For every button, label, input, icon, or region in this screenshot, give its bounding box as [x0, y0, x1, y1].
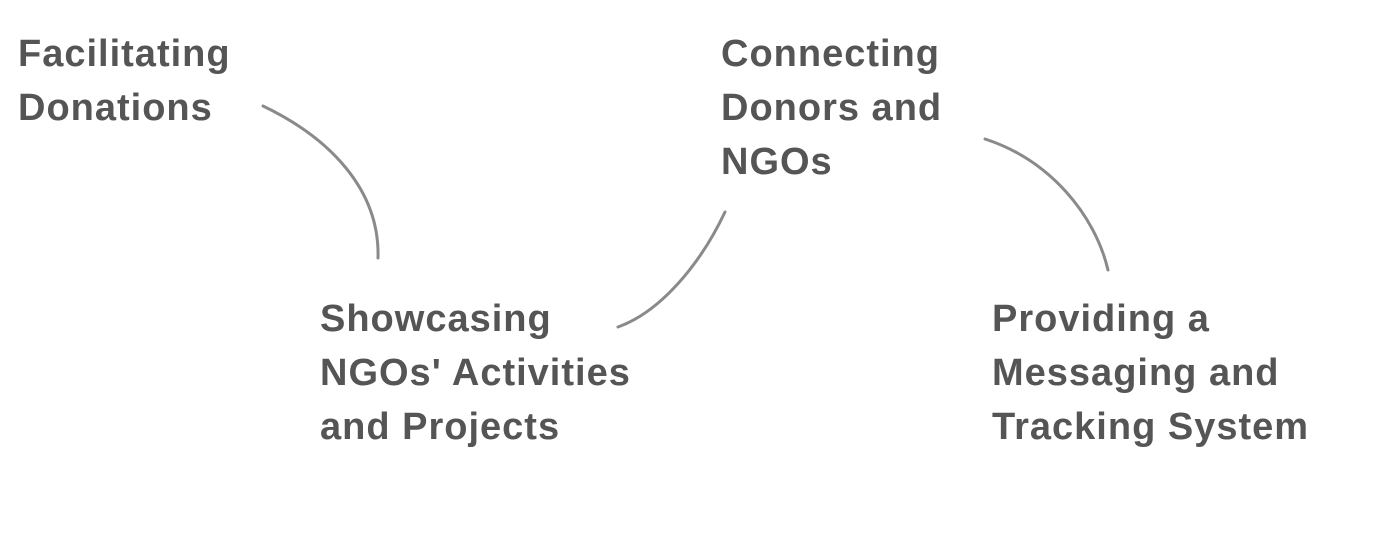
node-connecting-donors-ngos: Connecting Donors and NGOs [721, 27, 942, 189]
connector-connecting-to-providing [983, 137, 1110, 272]
node-label-line: Tracking System [992, 406, 1310, 448]
node-label-line: and Projects [320, 406, 561, 448]
node-label-line: NGOs [721, 141, 833, 183]
node-showcasing-ngos-activities: Showcasing NGOs' Activities and Projects [320, 292, 631, 454]
node-label-line: Facilitating [18, 33, 231, 75]
node-label-line: Providing a [992, 298, 1210, 340]
connector-showcasing-to-connecting [616, 210, 727, 329]
node-label-line: Donations [18, 87, 213, 129]
connector-facilitating-to-showcasing [261, 104, 380, 260]
node-label-line: Showcasing [320, 298, 552, 340]
node-facilitating-donations: Facilitating Donations [18, 27, 231, 135]
node-label-line: Connecting [721, 33, 940, 75]
node-label-line: Donors and [721, 87, 943, 129]
node-messaging-tracking-system: Providing a Messaging and Tracking Syste… [992, 292, 1309, 454]
node-label-line: Messaging and [992, 352, 1280, 394]
node-label-line: NGOs' Activities [320, 352, 631, 394]
